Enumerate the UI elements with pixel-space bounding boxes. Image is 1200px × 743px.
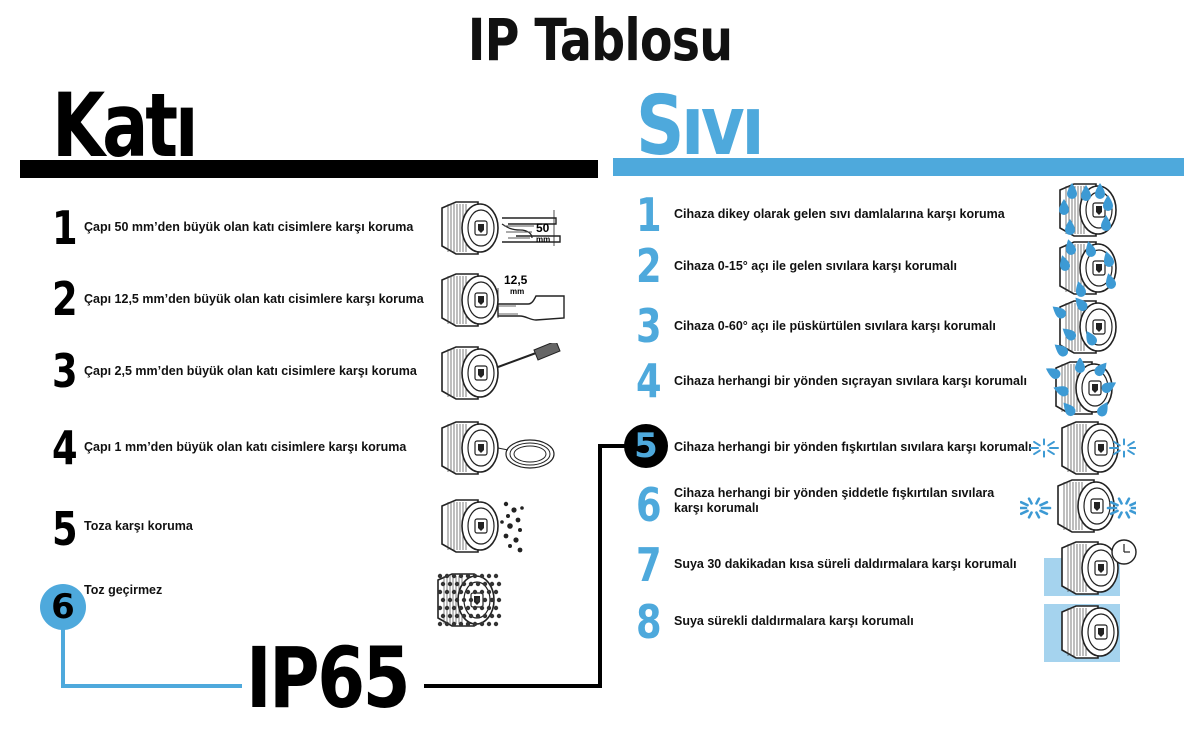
liquid-item-text: Cihaza 0-60° açı ile püskürtülen sıvılar… xyxy=(674,319,996,333)
liquid-item-text: Cihaza herhangi bir yönden fışkırtılan s… xyxy=(674,440,1032,454)
liquid-item-text: Cihaza 0-15° açı ile gelen sıvılara karş… xyxy=(674,259,957,273)
water-jet-icon xyxy=(1030,421,1136,475)
solid-item-text: Çapı 12,5 mm’den büyük olan katı cisimle… xyxy=(84,292,424,306)
finger-12mm-icon: 12,5 mm xyxy=(441,273,565,327)
spray-icon xyxy=(1052,297,1117,357)
liquid-heading: Sıvı xyxy=(636,79,765,174)
solid-item-text: Çapı 2,5 mm’den büyük olan katı cisimler… xyxy=(84,364,417,378)
solid-item-number: 1 xyxy=(52,201,78,255)
ip-rating-result: IP65 xyxy=(246,629,411,727)
angled-drops-icon xyxy=(1059,239,1117,297)
solid-item-number: 5 xyxy=(52,502,78,556)
liquid-item-text: Suya 30 dakikadan kısa süreli daldırmala… xyxy=(674,557,1017,571)
solid-heading-bar xyxy=(20,160,598,178)
splash-icon xyxy=(1046,358,1117,417)
dust-tight-icon xyxy=(437,573,502,627)
solid-item-text: Toza karşı koruma xyxy=(84,519,193,533)
liquid-level-5-badge: 5 xyxy=(624,424,668,468)
liquid-item-number: 8 xyxy=(636,595,662,649)
svg-text:mm: mm xyxy=(536,235,550,244)
solid-item-text: Çapı 1 mm’den büyük olan katı cisimlere … xyxy=(84,440,407,454)
submersion-icon xyxy=(1044,604,1120,662)
liquid-heading-bar xyxy=(613,158,1184,176)
solid-item-number: 2 xyxy=(52,272,78,326)
liquid-item-number: 3 xyxy=(636,299,662,353)
liquid-item-text: Cihaza dikey olarak gelen sıvı damlaları… xyxy=(674,207,1005,221)
immersion-timer-icon xyxy=(1044,539,1137,596)
screwdriver-icon xyxy=(441,343,561,400)
solid-item-text: Çapı 50 mm’den büyük olan katı cisimlere… xyxy=(84,220,414,234)
page-title: IP Tablosu xyxy=(467,6,733,74)
svg-text:50: 50 xyxy=(536,221,550,235)
liquid-item-number: 6 xyxy=(636,478,662,532)
svg-text:12,5: 12,5 xyxy=(504,273,528,287)
solid-connector-line xyxy=(61,620,242,688)
liquid-item-number: 1 xyxy=(636,188,662,242)
dust-icon xyxy=(441,499,524,553)
solid-heading: Katı xyxy=(52,74,198,177)
hand-50mm-icon: 50 mm xyxy=(441,201,561,255)
liquid-item-text: Suya sürekli daldırmalara karşı korumalı xyxy=(674,614,914,628)
liquid-item-text: Cihaza herhangi bir yönden sıçrayan sıvı… xyxy=(674,374,1027,388)
vertical-drops-icon xyxy=(1059,183,1117,237)
solid-item-text: Toz geçirmez xyxy=(84,583,163,597)
liquid-item-text: Cihaza herhangi bir yönden şiddetle fışk… xyxy=(674,486,995,515)
liquid-connector-line xyxy=(424,444,626,688)
svg-text:mm: mm xyxy=(510,287,524,296)
powerful-jet-icon xyxy=(1020,479,1136,533)
solid-level-6-badge: 6 xyxy=(40,584,86,630)
wire-coil-icon xyxy=(441,421,555,475)
liquid-item-number: 7 xyxy=(636,538,662,592)
solid-item-number: 4 xyxy=(52,421,78,475)
solid-item-number: 3 xyxy=(52,344,78,398)
liquid-item-number: 4 xyxy=(636,354,662,408)
liquid-item-number: 2 xyxy=(636,239,662,293)
